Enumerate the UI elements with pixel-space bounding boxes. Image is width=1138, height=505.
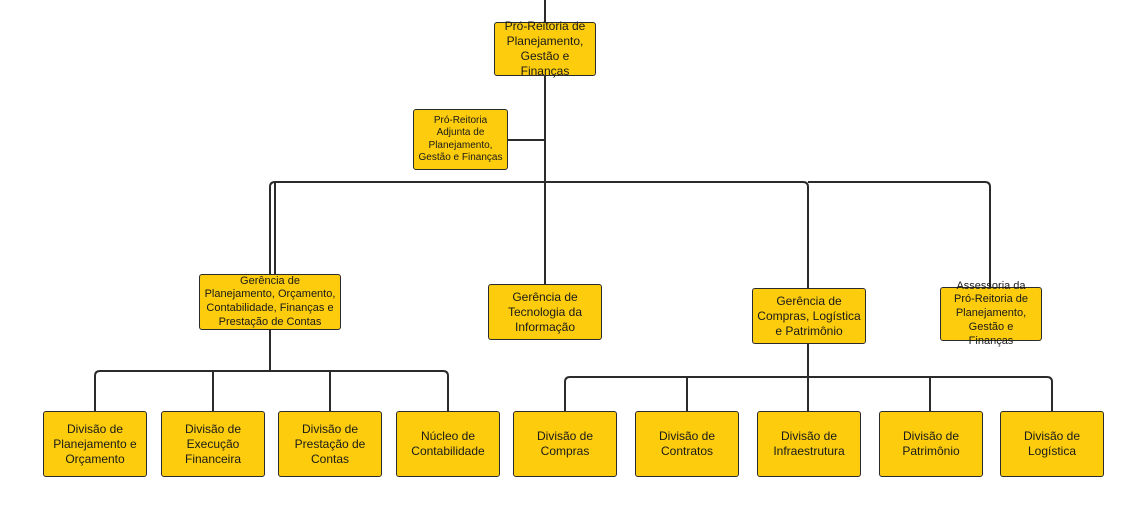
node-divisao-infraestrutura: Divisão de Infraestrutura xyxy=(757,411,861,477)
node-label: Gerência de Planejamento, Orçamento, Con… xyxy=(204,274,336,328)
node-label: Pró-Reitoria de Planejamento, Gestão e F… xyxy=(504,19,586,78)
node-divisao-patrimonio: Divisão de Patrimônio xyxy=(879,411,983,477)
node-label: Pró-Reitoria Adjunta de Planejamento, Ge… xyxy=(418,114,503,164)
node-divisao-planejamento: Divisão de Planejamento e Orçamento xyxy=(43,411,147,477)
node-label: Núcleo de Contabilidade xyxy=(411,429,485,458)
node-label: Divisão de Contratos xyxy=(658,429,716,458)
node-nucleo-contabilidade: Núcleo de Contabilidade xyxy=(396,411,500,477)
node-label: Assessoria da Pró-Reitoria de Planejamen… xyxy=(954,279,1028,347)
node-divisao-logistica: Divisão de Logística xyxy=(1000,411,1104,477)
node-pro-reitoria-adjunta: Pró-Reitoria Adjunta de Planejamento, Ge… xyxy=(413,109,508,170)
node-divisao-contratos: Divisão de Contratos xyxy=(635,411,739,477)
node-gerencia-planejamento: Gerência de Planejamento, Orçamento, Con… xyxy=(199,274,341,330)
node-divisao-execucao: Divisão de Execução Financeira xyxy=(161,411,265,477)
node-assessoria: Assessoria da Pró-Reitoria de Planejamen… xyxy=(940,280,1042,347)
node-label: Divisão de Logística xyxy=(1023,429,1081,458)
node-divisao-prestacao: Divisão de Prestação de Contas xyxy=(278,411,382,477)
node-label: Divisão de Execução Financeira xyxy=(184,421,242,466)
node-label: Gerência de Compras, Logística e Patrimô… xyxy=(757,293,861,338)
node-divisao-compras: Divisão de Compras xyxy=(513,411,617,477)
node-label: Divisão de Planejamento e Orçamento xyxy=(53,421,137,466)
node-label: Divisão de Patrimônio xyxy=(902,429,960,458)
node-label: Gerência de Tecnologia da Informação xyxy=(507,289,583,334)
node-label: Divisão de Prestação de Contas xyxy=(294,421,366,466)
node-label: Divisão de Compras xyxy=(536,429,594,458)
node-gerencia-compras: Gerência de Compras, Logística e Patrimô… xyxy=(752,288,866,344)
node-pro-reitoria: Pró-Reitoria de Planejamento, Gestão e F… xyxy=(494,19,596,78)
node-gerencia-ti: Gerência de Tecnologia da Informação xyxy=(488,284,602,340)
node-label: Divisão de Infraestrutura xyxy=(773,429,845,458)
